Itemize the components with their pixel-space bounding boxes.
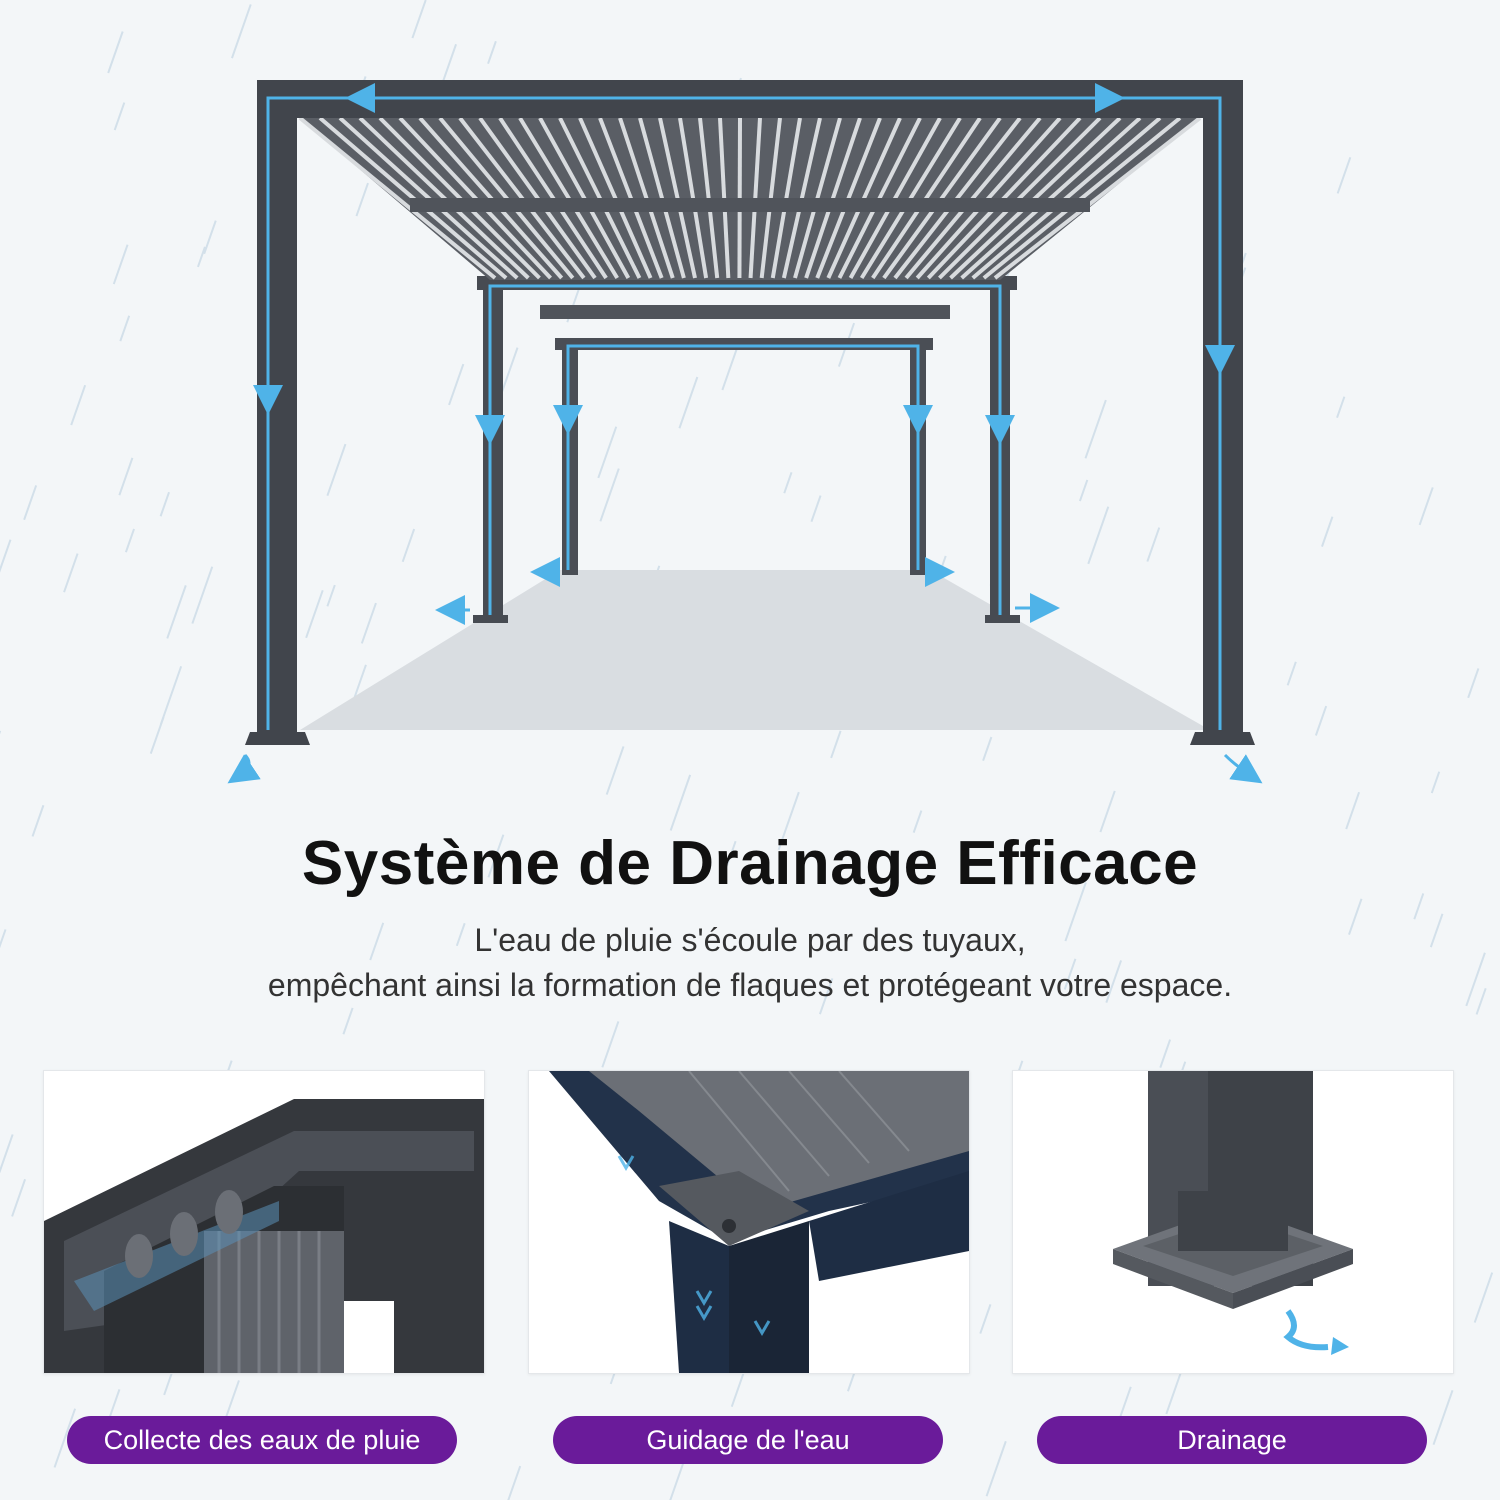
water-flow-paths <box>227 83 1263 784</box>
feature-image-drainage <box>1012 1070 1454 1374</box>
feature-image-collection <box>43 1070 485 1374</box>
roof-louvers <box>298 116 1202 319</box>
feature-image-guidance <box>528 1070 970 1374</box>
feature-label-guidance: Guidage de l'eau <box>553 1416 943 1464</box>
ground-shadow <box>300 570 1210 730</box>
subtitle-line-2: empêchant ainsi la formation de flaques … <box>267 967 1233 1003</box>
feature-label-drainage: Drainage <box>1037 1416 1427 1464</box>
subtitle-line-1: L'eau de pluie s'écoule par des tuyaux, <box>474 922 1026 958</box>
page-title: Système de Drainage Efficace <box>301 829 1199 898</box>
pergola-illustration <box>227 80 1263 784</box>
feature-label-collection: Collecte des eaux de pluie <box>67 1416 457 1464</box>
far-frame <box>555 338 933 575</box>
subtitle: L'eau de pluie s'écoule par des tuyaux, … <box>0 918 1500 1008</box>
